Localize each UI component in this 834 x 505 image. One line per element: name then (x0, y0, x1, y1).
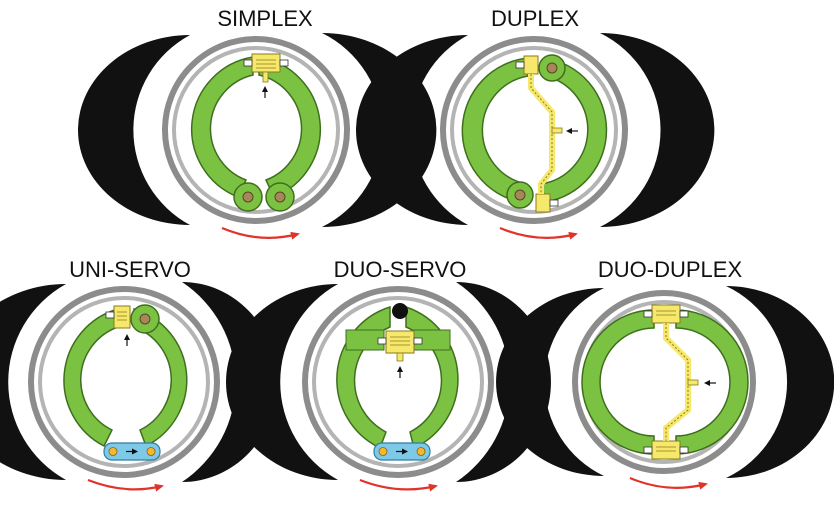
drum-ring-inner (172, 46, 340, 214)
rotation-arrow-duo-servo (359, 478, 438, 492)
adjuster-pin-right (416, 447, 426, 456)
anchor-pin (392, 303, 408, 319)
diagram-title-duplex: DUPLEX (491, 6, 579, 31)
drum-ring-outer (440, 36, 628, 224)
wheel-cylinder-top (651, 304, 681, 324)
adjuster-pin-left (108, 447, 118, 456)
drum-right (600, 33, 715, 227)
drum-left (0, 284, 66, 480)
adjuster-pin-left (378, 447, 388, 456)
brake-shoe-left (63, 308, 119, 448)
brake-shoe-left (336, 305, 391, 450)
brake-shoe-right (405, 305, 459, 450)
drum-ring-inner (312, 296, 484, 468)
diagram-duplex: DUPLEX (356, 6, 715, 240)
hydraulic-line (663, 323, 691, 441)
drum-left (78, 35, 190, 225)
wheel-cylinder-bottom (651, 440, 681, 460)
drum-ring-outer (302, 286, 494, 478)
adjuster-pin-right (146, 447, 156, 456)
wheel-cylinder-bottom (535, 193, 551, 213)
diagram-title-duo-duplex: DUO-DUPLEX (598, 257, 743, 282)
rotation-arrow-duo-duplex (629, 476, 708, 490)
rotation-arrow-duplex (499, 226, 578, 240)
drum-ring-inner (450, 46, 618, 214)
drum-left (226, 284, 338, 480)
wheel-cylinder (251, 53, 281, 73)
drum-ring-inner (38, 296, 210, 468)
brake-shoe-left (461, 57, 529, 203)
rotation-arrow-uni-servo (87, 478, 164, 492)
drum-ring-outer (28, 286, 220, 478)
brake-shoe-left (190, 56, 254, 198)
wheel-cylinder-top (523, 55, 539, 75)
drum-right (726, 286, 834, 478)
drum-left (356, 35, 468, 225)
diagram-duo-duplex: DUO-DUPLEX (496, 257, 834, 490)
diagram-title-duo-servo: DUO-SERVO (334, 257, 467, 282)
wheel-cylinder (385, 330, 415, 354)
drum-left (496, 288, 604, 476)
drum-ring-outer (572, 290, 756, 474)
wheel-cylinder (113, 305, 131, 329)
drum-ring-outer (162, 36, 350, 224)
hydraulic-line (528, 74, 555, 194)
diagram-title-simplex: SIMPLEX (217, 6, 313, 31)
rotation-arrow-simplex (221, 226, 300, 240)
diagram-title-uni-servo: UNI-SERVO (69, 257, 191, 282)
